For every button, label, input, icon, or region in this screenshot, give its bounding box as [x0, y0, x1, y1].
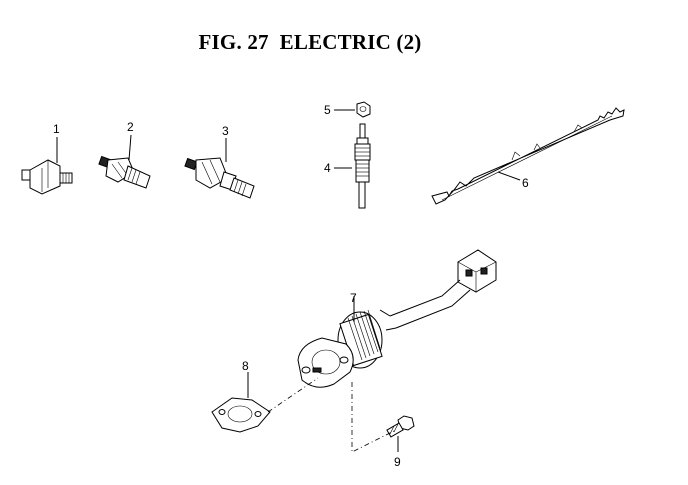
figure-title: FIG. 27 ELECTRIC (2)	[198, 30, 422, 54]
part-1-oil-pressure-switch	[21, 137, 73, 195]
assembly-line-bolt	[351, 382, 397, 453]
part-6-connector-plate	[431, 107, 625, 205]
callout-8: 8	[242, 359, 249, 373]
callout-6: 6	[522, 176, 529, 190]
callout-7: 7	[350, 291, 357, 305]
callout-2: 2	[127, 120, 134, 134]
callout-4: 4	[324, 161, 331, 175]
part-5-nut	[334, 101, 371, 118]
callout-5: 5	[324, 103, 331, 117]
callout-9: 9	[394, 455, 401, 469]
part-3-thermo-unit	[184, 138, 255, 199]
part-4-glow-plug	[334, 123, 371, 209]
part-7-sensor-harness	[297, 249, 497, 388]
part-8-gasket	[211, 372, 271, 433]
callout-1: 1	[53, 122, 60, 136]
part-2-temperature-sensor	[98, 134, 151, 189]
part-9-bolt	[386, 415, 415, 452]
assembly-line-gasket	[267, 377, 319, 413]
callout-3: 3	[222, 124, 229, 138]
